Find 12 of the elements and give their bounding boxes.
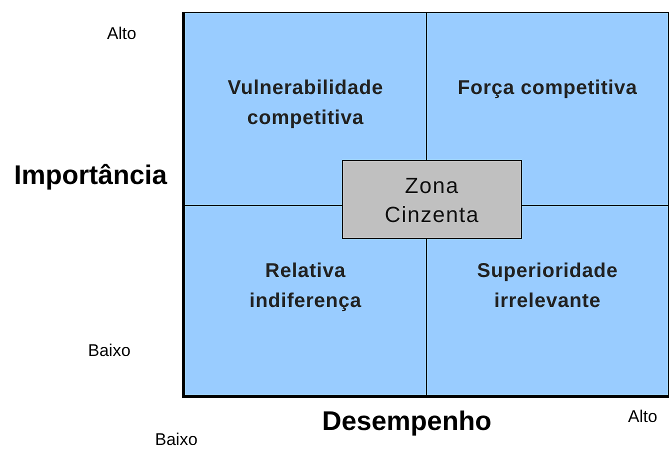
axis-tick-label: Baixo bbox=[88, 341, 131, 361]
axis-tick-label: Alto bbox=[107, 24, 136, 44]
quadrant-label: Relativa indiferença bbox=[248, 259, 363, 314]
quadrant-label: Força competitiva bbox=[457, 76, 638, 101]
quadrant-label: Superioridade irrelevante bbox=[476, 259, 619, 314]
axis-title: Desempenho bbox=[322, 406, 492, 437]
zone-label: Zona Cinzenta bbox=[384, 172, 480, 228]
quadrant-label: Vulnerabilidade competitiva bbox=[226, 76, 384, 131]
axis-tick-label: Baixo bbox=[155, 430, 198, 449]
axis-title: Importância bbox=[14, 160, 168, 191]
axis-tick-label: Alto bbox=[628, 407, 658, 427]
zone-box bbox=[342, 160, 522, 239]
